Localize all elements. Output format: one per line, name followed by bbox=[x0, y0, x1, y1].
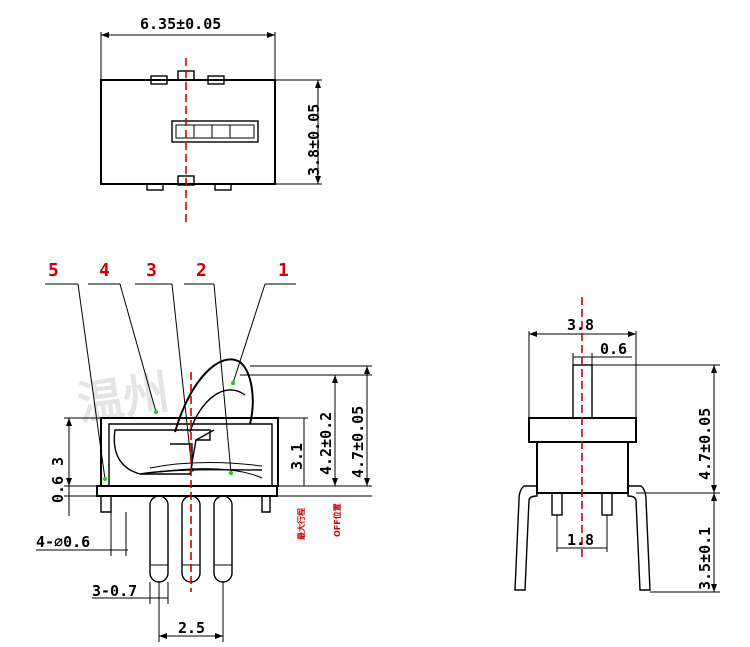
dim-3-1: 3.1 bbox=[288, 443, 306, 470]
side-view: 5 4 3 2 1 bbox=[36, 260, 372, 642]
top-view: 6.35±0.05 3.8±0.05 bbox=[100, 15, 323, 226]
dim-4-2: 4.2±0.2 bbox=[317, 412, 335, 475]
callout-3: 3 bbox=[146, 260, 157, 281]
dim-pin-width: 3-0.7 bbox=[92, 582, 137, 600]
top-height-dim: 3.8±0.05 bbox=[305, 104, 323, 176]
callout-2: 2 bbox=[196, 260, 207, 281]
callout-4: 4 bbox=[99, 260, 110, 281]
watermark: 温州 bbox=[74, 365, 173, 431]
top-width-dim: 6.35±0.05 bbox=[140, 15, 221, 33]
front-pin-length-dim: 3.5±0.1 bbox=[696, 527, 714, 590]
callout-5: 5 bbox=[48, 260, 59, 281]
dim-3: 3 bbox=[49, 457, 67, 466]
front-pin-pitch-dim: 1.8 bbox=[567, 531, 594, 549]
front-view: 3.8 0.6 1.8 4.7±0.05 3.5±0.1 bbox=[514, 297, 720, 593]
front-actuator-dim: 0.6 bbox=[600, 340, 627, 358]
note-max-travel: 最大行程 bbox=[296, 508, 306, 540]
dim-4-7: 4.7±0.05 bbox=[349, 406, 367, 478]
front-height-dim: 4.7±0.05 bbox=[696, 408, 714, 480]
dim-0-6: 0.6 bbox=[49, 476, 67, 503]
dim-pin-dia: 4-⌀0.6 bbox=[36, 533, 90, 551]
callout-1: 1 bbox=[278, 260, 289, 281]
note-off-position: OFF位置 bbox=[332, 503, 342, 537]
dim-pitch: 2.5 bbox=[178, 619, 205, 637]
front-width-dim: 3.8 bbox=[567, 316, 594, 334]
